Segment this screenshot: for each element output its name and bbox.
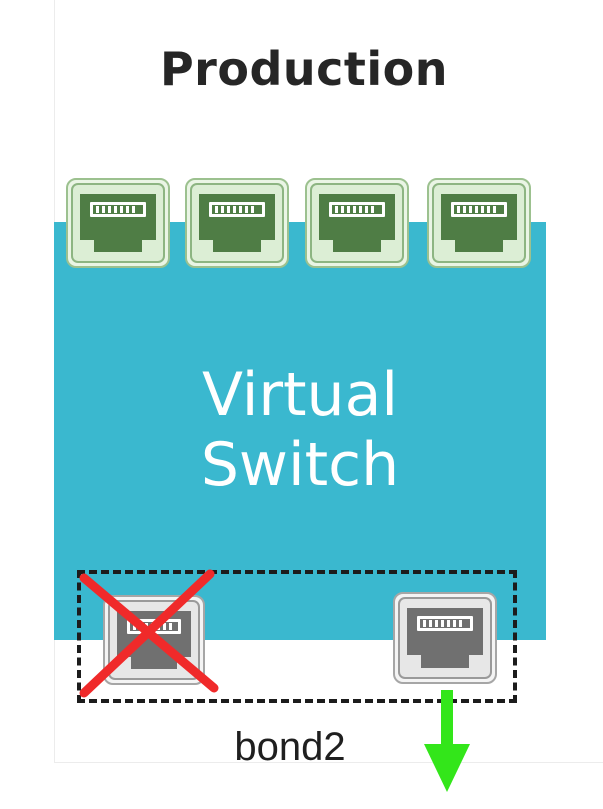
virtual-switch-label: Virtual Switch [54, 360, 546, 500]
uplink-port-2 [185, 178, 289, 268]
ethernet-port-icon [393, 592, 497, 684]
ethernet-port-icon [427, 178, 531, 268]
bond-port-active [393, 592, 497, 684]
uplink-port-1 [66, 178, 170, 268]
switch-label-line2: Switch [200, 430, 400, 500]
ethernet-port-icon [103, 595, 205, 685]
switch-label-line1: Virtual [201, 360, 399, 430]
uplink-port-4 [427, 178, 531, 268]
bond-label: bond2 [234, 725, 346, 769]
ethernet-port-icon [305, 178, 409, 268]
uplink-port-3 [305, 178, 409, 268]
ethernet-port-icon [185, 178, 289, 268]
ethernet-port-icon [66, 178, 170, 268]
bond-group [77, 570, 517, 703]
bond-port-failed [103, 595, 205, 685]
diagram-title: Production [159, 42, 449, 96]
